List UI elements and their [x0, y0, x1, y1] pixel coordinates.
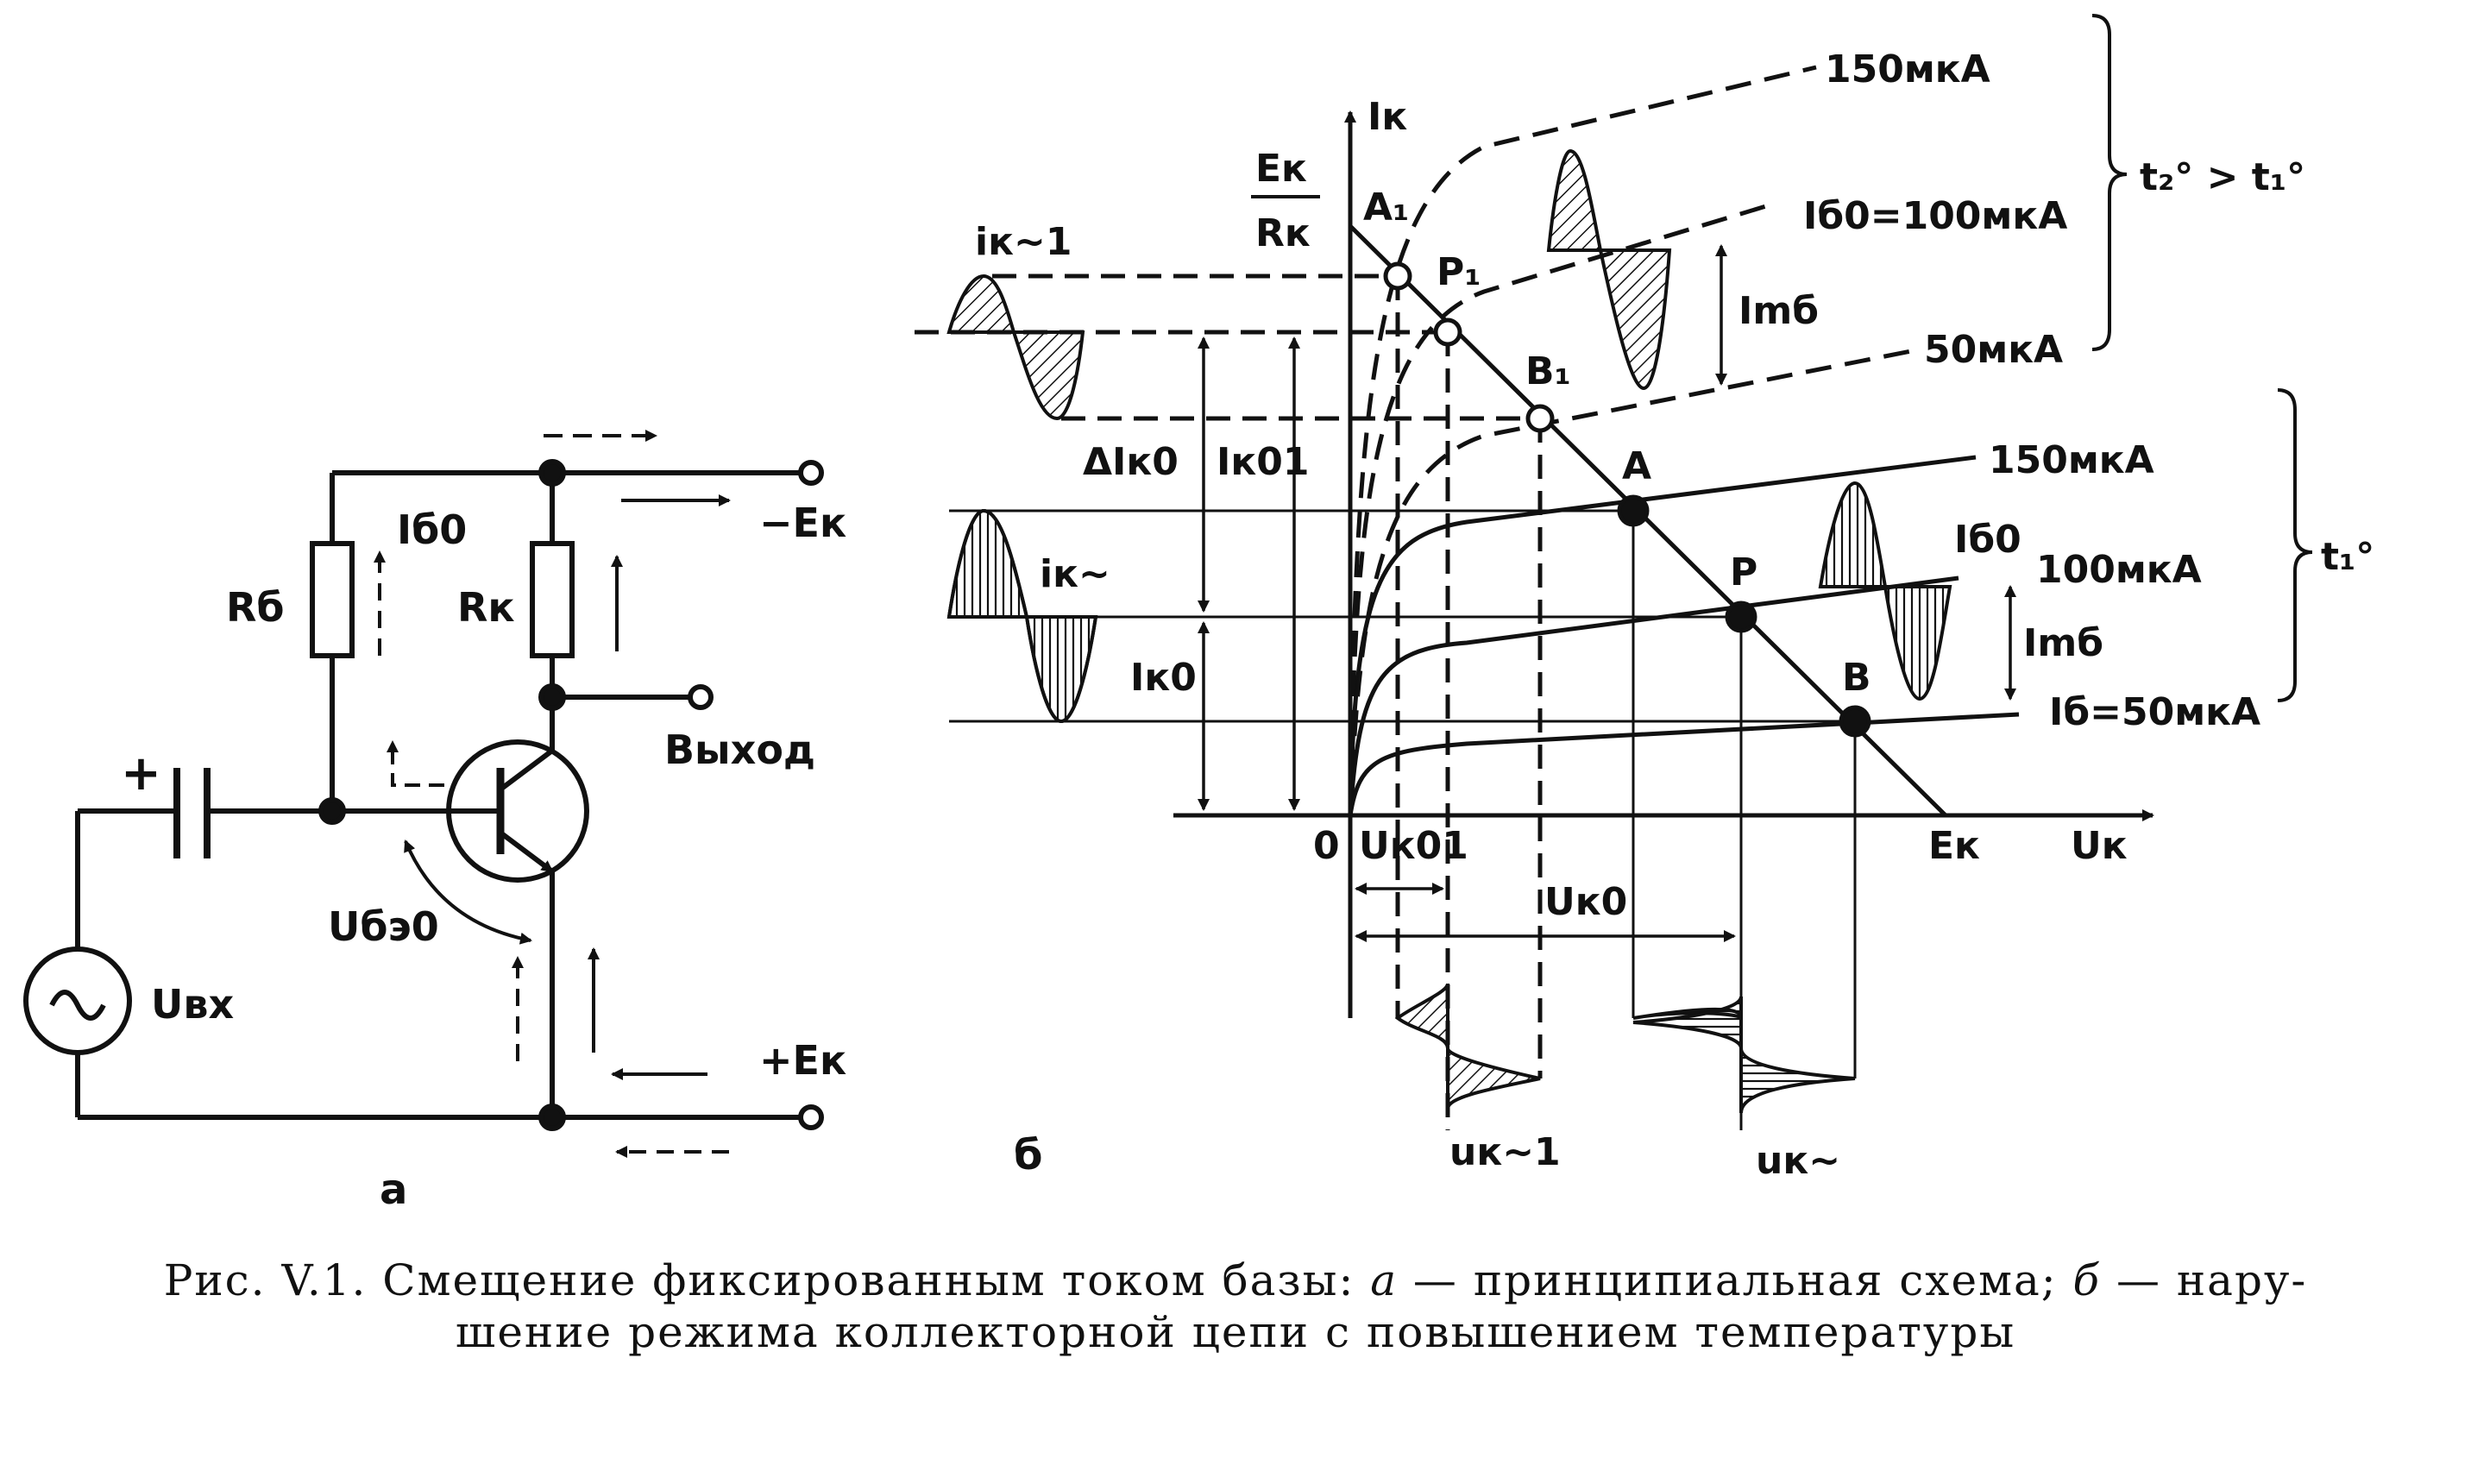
- node-collector: [538, 683, 566, 711]
- point-p1: [1433, 318, 1462, 347]
- ac-source-sine: [49, 990, 106, 1021]
- terminal-plus-ek: [798, 1104, 824, 1130]
- node-base: [318, 797, 346, 825]
- wave-on-curves-hot: [1546, 148, 1603, 252]
- point-a: [1617, 494, 1650, 527]
- wave-ik-hot: [946, 274, 1016, 334]
- label-plus-ek: +Eк: [759, 1037, 846, 1084]
- label-dik0: ΔIк0: [1083, 440, 1179, 484]
- point-p: [1725, 601, 1757, 633]
- arrow-base-dashed: [387, 740, 444, 787]
- label-ib0: Iб0: [397, 506, 467, 553]
- sublabel-b: б: [1014, 1131, 1043, 1179]
- wave-ik-hot-neg: [1011, 330, 1085, 421]
- label-point-p: P: [1730, 550, 1757, 594]
- label-point-b: B: [1842, 656, 1871, 700]
- arc-ube0: [404, 839, 532, 945]
- terminal-minus-ek: [798, 460, 824, 486]
- label-point-a1: A₁: [1363, 186, 1409, 230]
- label-point-p1: P₁: [1437, 250, 1481, 294]
- resistor-rb: [310, 541, 355, 658]
- label-ek-rk-den: Rк: [1255, 211, 1311, 255]
- sublabel-a: а: [380, 1166, 407, 1214]
- label-cold-100-b: 100мкА: [2036, 548, 2202, 592]
- point-a1: [1383, 261, 1412, 291]
- waveforms: [946, 148, 1952, 1114]
- graph-labels: Iк Uк 0 Eк Rк Eк A₁ P₁ B₁ A P B 150мкА I…: [975, 47, 2374, 1183]
- label-ik01: Iк01: [1217, 440, 1309, 484]
- label-x-axis: Uк: [2071, 824, 2128, 868]
- circuit-labels: Rб Rк Iб0 −Eк Выход Uбэ0 Uвх + +Eк а: [121, 500, 846, 1214]
- label-ek-tick: Eк: [1928, 824, 1980, 868]
- caption-b: б: [2072, 1255, 2102, 1305]
- wave-on-curves-cold: [1818, 481, 1888, 588]
- label-cold-100-a: Iб0: [1954, 518, 2021, 562]
- caption-part1: Рис. V.1. Смещение фиксированным током б…: [163, 1255, 1371, 1305]
- label-ik: iк~: [1040, 552, 1110, 596]
- wave-uk-cold-2: [1739, 1047, 1856, 1114]
- label-imb-hot: Imб: [1739, 289, 1819, 333]
- node-bottom: [538, 1104, 566, 1131]
- transistor-emitter: [499, 830, 554, 874]
- label-uin: Uвх: [151, 981, 234, 1028]
- label-rb: Rб: [226, 584, 285, 631]
- label-cold-50: Iб=50мкА: [2049, 690, 2260, 734]
- label-ube0: Uбэ0: [328, 903, 439, 950]
- operating-points: [1383, 261, 1871, 738]
- wave-ik-cold-outline: [947, 508, 1097, 724]
- curve-hot-150: [1348, 65, 1817, 816]
- label-hot-150: 150мкА: [1825, 47, 1990, 91]
- label-point-a: A: [1622, 444, 1651, 488]
- transistor-collector: [499, 748, 554, 792]
- label-uk01: Uк01: [1359, 824, 1468, 868]
- point-b: [1839, 705, 1871, 738]
- brace-cold: [2277, 388, 2313, 702]
- label-hot-temp: t₂° > t₁°: [2140, 155, 2305, 199]
- label-output: Выход: [664, 726, 815, 773]
- figure-caption-line2: шение режима коллекторной цепи с повышен…: [0, 1307, 2471, 1357]
- resistor-rk: [530, 541, 575, 658]
- label-point-b1: B₁: [1525, 349, 1571, 393]
- label-ik1: iк~1: [975, 220, 1072, 264]
- brace-hot: [2091, 14, 2128, 351]
- caption-a: а: [1370, 1255, 1399, 1305]
- figure-caption-line1: Рис. V.1. Смещение фиксированным током б…: [0, 1255, 2471, 1305]
- curve-hot-50: [1348, 347, 1921, 816]
- curve-cold-50: [1348, 712, 2020, 816]
- wave-uk-hot-1: [1394, 983, 1449, 1049]
- label-uk1: uк~1: [1449, 1130, 1561, 1174]
- label-origin: 0: [1313, 824, 1340, 868]
- label-plus: +: [121, 745, 161, 802]
- label-cold-150: 150мкА: [1989, 438, 2154, 482]
- wave-uk-hot-2: [1446, 1047, 1541, 1110]
- node-top: [538, 459, 566, 487]
- label-uk: uк~: [1756, 1139, 1840, 1183]
- label-rk: Rк: [457, 584, 515, 631]
- dimension-arrows: [1198, 244, 2016, 942]
- caption-part3: — нару-: [2101, 1255, 2308, 1305]
- label-ek-rk-num: Eк: [1255, 147, 1307, 191]
- label-cold-temp: t₁°: [2321, 535, 2374, 579]
- label-hot-100: Iб0=100мкА: [1803, 194, 2067, 238]
- wave-on-curves-cold-neg: [1883, 585, 1952, 701]
- label-imb-cold: Imб: [2023, 621, 2103, 665]
- circuit-schematic: [23, 430, 824, 1158]
- label-y-axis: Iк: [1368, 95, 1407, 139]
- terminal-output: [688, 684, 714, 710]
- label-ik0: Iк0: [1130, 656, 1197, 700]
- wave-uk-cold-1: [1632, 996, 1743, 1049]
- caption-part2: — принципиальная схема;: [1398, 1255, 2073, 1305]
- label-hot-50: 50мкА: [1924, 328, 2063, 372]
- label-minus-ek: −Eк: [759, 500, 846, 546]
- point-b1: [1525, 404, 1555, 433]
- caption-line2-text: шение режима коллекторной цепи с повышен…: [455, 1307, 2016, 1357]
- wave-on-curves-hot-neg: [1598, 248, 1672, 391]
- label-uk0: Uк0: [1544, 880, 1627, 924]
